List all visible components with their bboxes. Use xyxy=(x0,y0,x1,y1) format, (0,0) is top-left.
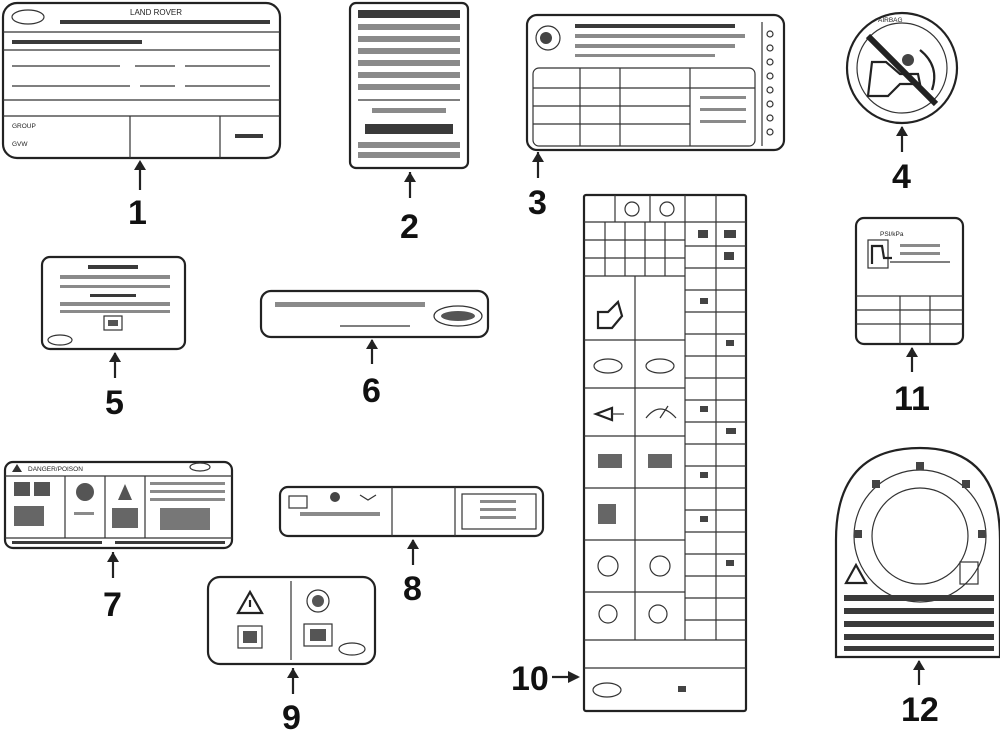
seat-icon xyxy=(596,299,624,330)
leader-9 xyxy=(287,668,299,694)
vin-group-text: GROUP xyxy=(12,123,36,130)
part-9-airbag-warning-label[interactable] xyxy=(206,575,377,666)
callout-3: 3 xyxy=(528,184,547,222)
callout-1: 1 xyxy=(128,194,147,232)
pressure-title-text: PSI/kPa xyxy=(880,231,904,238)
part-3-emission-label[interactable] xyxy=(525,13,786,152)
leader-4 xyxy=(896,126,908,152)
part-5-small-label[interactable] xyxy=(40,255,187,351)
part-7-battery-warning-label[interactable]: DANGER/POISON xyxy=(3,460,234,550)
callout-12: 12 xyxy=(901,691,939,729)
vin-brand-text: LAND ROVER xyxy=(130,8,182,17)
leader-7 xyxy=(107,552,119,578)
callout-9: 9 xyxy=(282,699,301,737)
part-1-vin-label[interactable]: LAND ROVER GROUP GVW xyxy=(1,1,282,160)
wiper-icon xyxy=(645,405,677,419)
part-4-airbag-warning-circle[interactable]: AIRBAG xyxy=(845,11,959,125)
callout-2: 2 xyxy=(400,208,419,246)
callout-11: 11 xyxy=(894,380,930,418)
leader-5 xyxy=(109,352,121,378)
leader-1 xyxy=(134,160,146,190)
callout-10: 10 xyxy=(511,660,549,698)
callout-5: 5 xyxy=(105,384,124,422)
fan-icon xyxy=(593,358,675,374)
leader-12 xyxy=(913,660,925,685)
part-11-pressure-label[interactable]: PSI/kPa xyxy=(854,216,965,346)
callout-4: 4 xyxy=(892,158,911,196)
part-10-fuse-box-label[interactable] xyxy=(582,193,748,713)
leader-3 xyxy=(532,152,544,178)
warning-title-text: DANGER/POISON xyxy=(28,466,83,473)
leader-10 xyxy=(552,671,580,683)
leader-6 xyxy=(366,339,378,364)
callout-6: 6 xyxy=(362,372,381,410)
warning-triangle-icon xyxy=(236,589,264,615)
warning-triangle-icon xyxy=(844,562,868,585)
part-8-three-panel-label[interactable] xyxy=(278,485,545,538)
callout-7: 7 xyxy=(103,586,122,624)
leader-2 xyxy=(404,172,416,198)
child-seat-icon xyxy=(866,49,936,98)
leader-8 xyxy=(407,539,419,565)
part-2-info-label[interactable] xyxy=(348,1,470,170)
leader-11 xyxy=(906,347,918,372)
callout-8: 8 xyxy=(403,570,422,608)
vin-gvw-text: GVW xyxy=(12,141,28,148)
horn-icon xyxy=(592,406,624,422)
airbag-title-text: AIRBAG xyxy=(878,17,903,24)
airbag-icon xyxy=(306,589,330,613)
part-12-arched-label[interactable] xyxy=(834,446,1000,659)
part-6-brand-strip-label[interactable] xyxy=(259,289,490,339)
